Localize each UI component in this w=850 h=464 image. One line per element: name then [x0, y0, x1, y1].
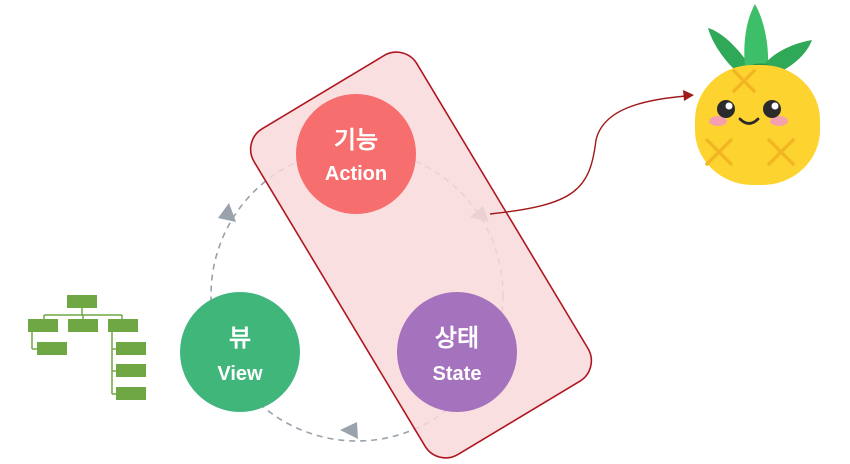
mascot-connector [489, 95, 687, 215]
cycle-arrow-top-left [218, 203, 236, 222]
state-title: 상태 [435, 324, 479, 352]
action-subtitle: Action [325, 163, 387, 185]
mascot-connector-arrowhead [683, 90, 694, 101]
action-circle [296, 94, 416, 214]
state-subtitle: State [433, 363, 482, 385]
state-node: 상태 State [397, 292, 517, 412]
view-subtitle: View [217, 363, 263, 385]
pineapple-mascot-icon [695, 4, 820, 185]
view-circle [180, 292, 300, 412]
state-circle [397, 292, 517, 412]
component-tree-icon [28, 295, 146, 400]
action-node: 기능 Action [296, 94, 416, 214]
action-state-highlight [249, 51, 593, 459]
action-title: 기능 [334, 126, 378, 154]
cycle-arrow-bottom [340, 422, 358, 439]
view-node: 뷰 View [180, 292, 300, 412]
view-title: 뷰 [229, 324, 251, 352]
